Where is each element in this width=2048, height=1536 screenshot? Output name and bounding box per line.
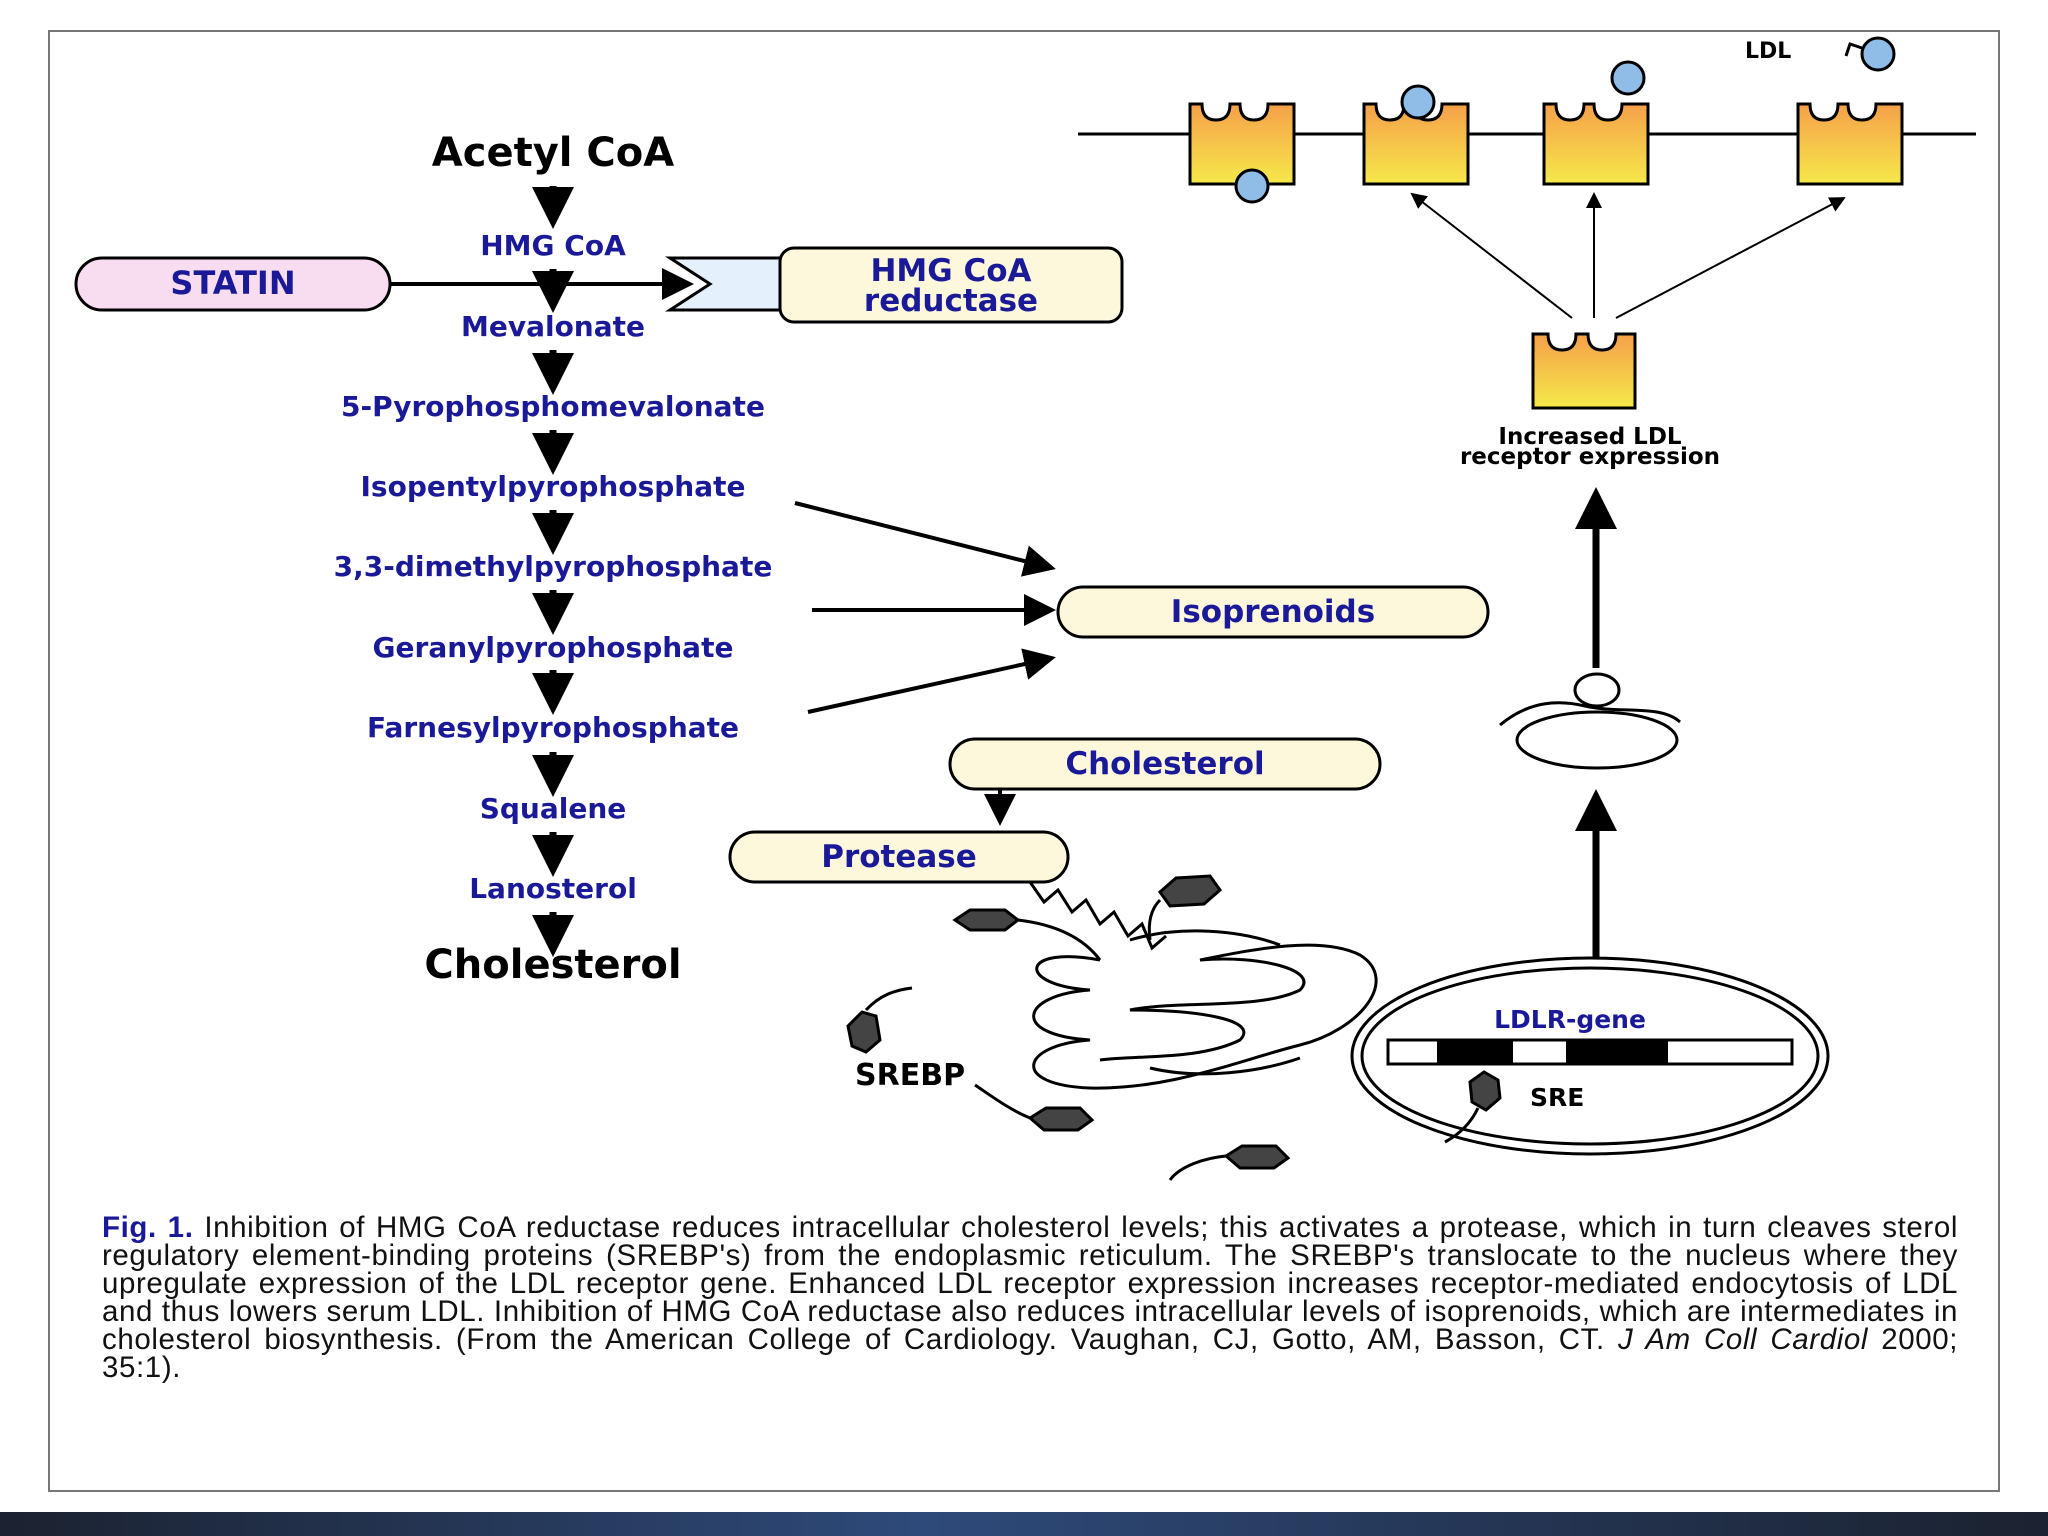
ribosome [1499,672,1682,770]
enzyme-binding-notch [664,256,792,312]
caption-figure-label: Fig. 1. [102,1211,194,1244]
receptor-expression-line2: receptor expression [1460,444,1720,470]
figure-caption: Fig. 1. Inhibition of HMG CoA reductase … [102,1211,1959,1384]
protease-cleavage-zigzag [1028,881,1167,951]
protease-label: Protease [821,839,977,875]
srebp-fragments [846,874,1291,1181]
window-bottom-bar [0,1512,2048,1536]
pathway-step-lanosterol: Lanosterol [469,872,637,905]
receptor-expression-line1: Increased LDL [1498,424,1682,450]
caption-journal: J Am Coll Cardiol [1617,1323,1869,1356]
pathway-start: Acetyl CoA [432,130,674,176]
ldlr-gene-label: LDLR-gene [1494,1005,1646,1034]
pathway-step-pyrophosphomevalonate: 5-Pyrophosphomevalonate [341,390,765,423]
isoprenoid-arrows [794,501,1056,714]
nucleus-outer [1350,956,1830,1156]
ldlr-gene-exon-1 [1437,1040,1513,1064]
pathway-step-geranylpyrophosphate: Geranylpyrophosphate [373,631,734,664]
endoplasmic-reticulum [1032,929,1378,1090]
cholesterol-box [948,737,1382,791]
hmg-coa-reductase-line1: HMG CoA [870,253,1031,289]
hmg-coa-reductase-line2: reductase [864,283,1038,319]
pathway-step-mevalonate: Mevalonate [461,310,645,343]
sre-label: SRE [1530,1083,1584,1112]
pathway-end: Cholesterol [424,942,681,988]
srebp-bound-tail [1444,1107,1480,1144]
ldlr-gene-exon-2 [1566,1040,1668,1064]
ldl-particle-tail [1844,42,1863,57]
protease-box [728,830,1070,884]
receptor-trafficking-arrows [1410,192,1846,319]
caption-citation-end: 2000; 35:1). [102,1323,1959,1384]
ldl-particles [1234,36,1896,204]
pathway-step-farnesylpyrophosphate: Farnesylpyrophosphate [367,711,739,744]
pathway-step-dimethylpyrophosphate: 3,3-dimethylpyrophosphate [334,550,773,583]
pathway-step-isopentylpyrophosphate: Isopentylpyrophosphate [361,470,746,503]
isoprenoids-box [1056,585,1490,639]
isoprenoids-label: Isoprenoids [1171,594,1375,630]
statin-label: STATIN [170,264,295,302]
new-ldl-receptor [1531,332,1637,410]
srebp-bound-to-sre [1468,1070,1502,1112]
caption-text: Inhibition of HMG CoA reductase reduces … [102,1211,1959,1356]
pathway-step-hmg-coa: HMG CoA [480,229,626,262]
pathway-step-squalene: Squalene [480,792,627,825]
membrane-ldl-receptors [1188,102,1904,186]
hmg-coa-reductase-box [778,246,1124,324]
ldl-label: LDL [1745,39,1791,64]
cholesterol-box-label: Cholesterol [1065,746,1264,782]
nucleus-inner [1360,966,1820,1146]
srebp-label: SREBP [855,1058,965,1093]
